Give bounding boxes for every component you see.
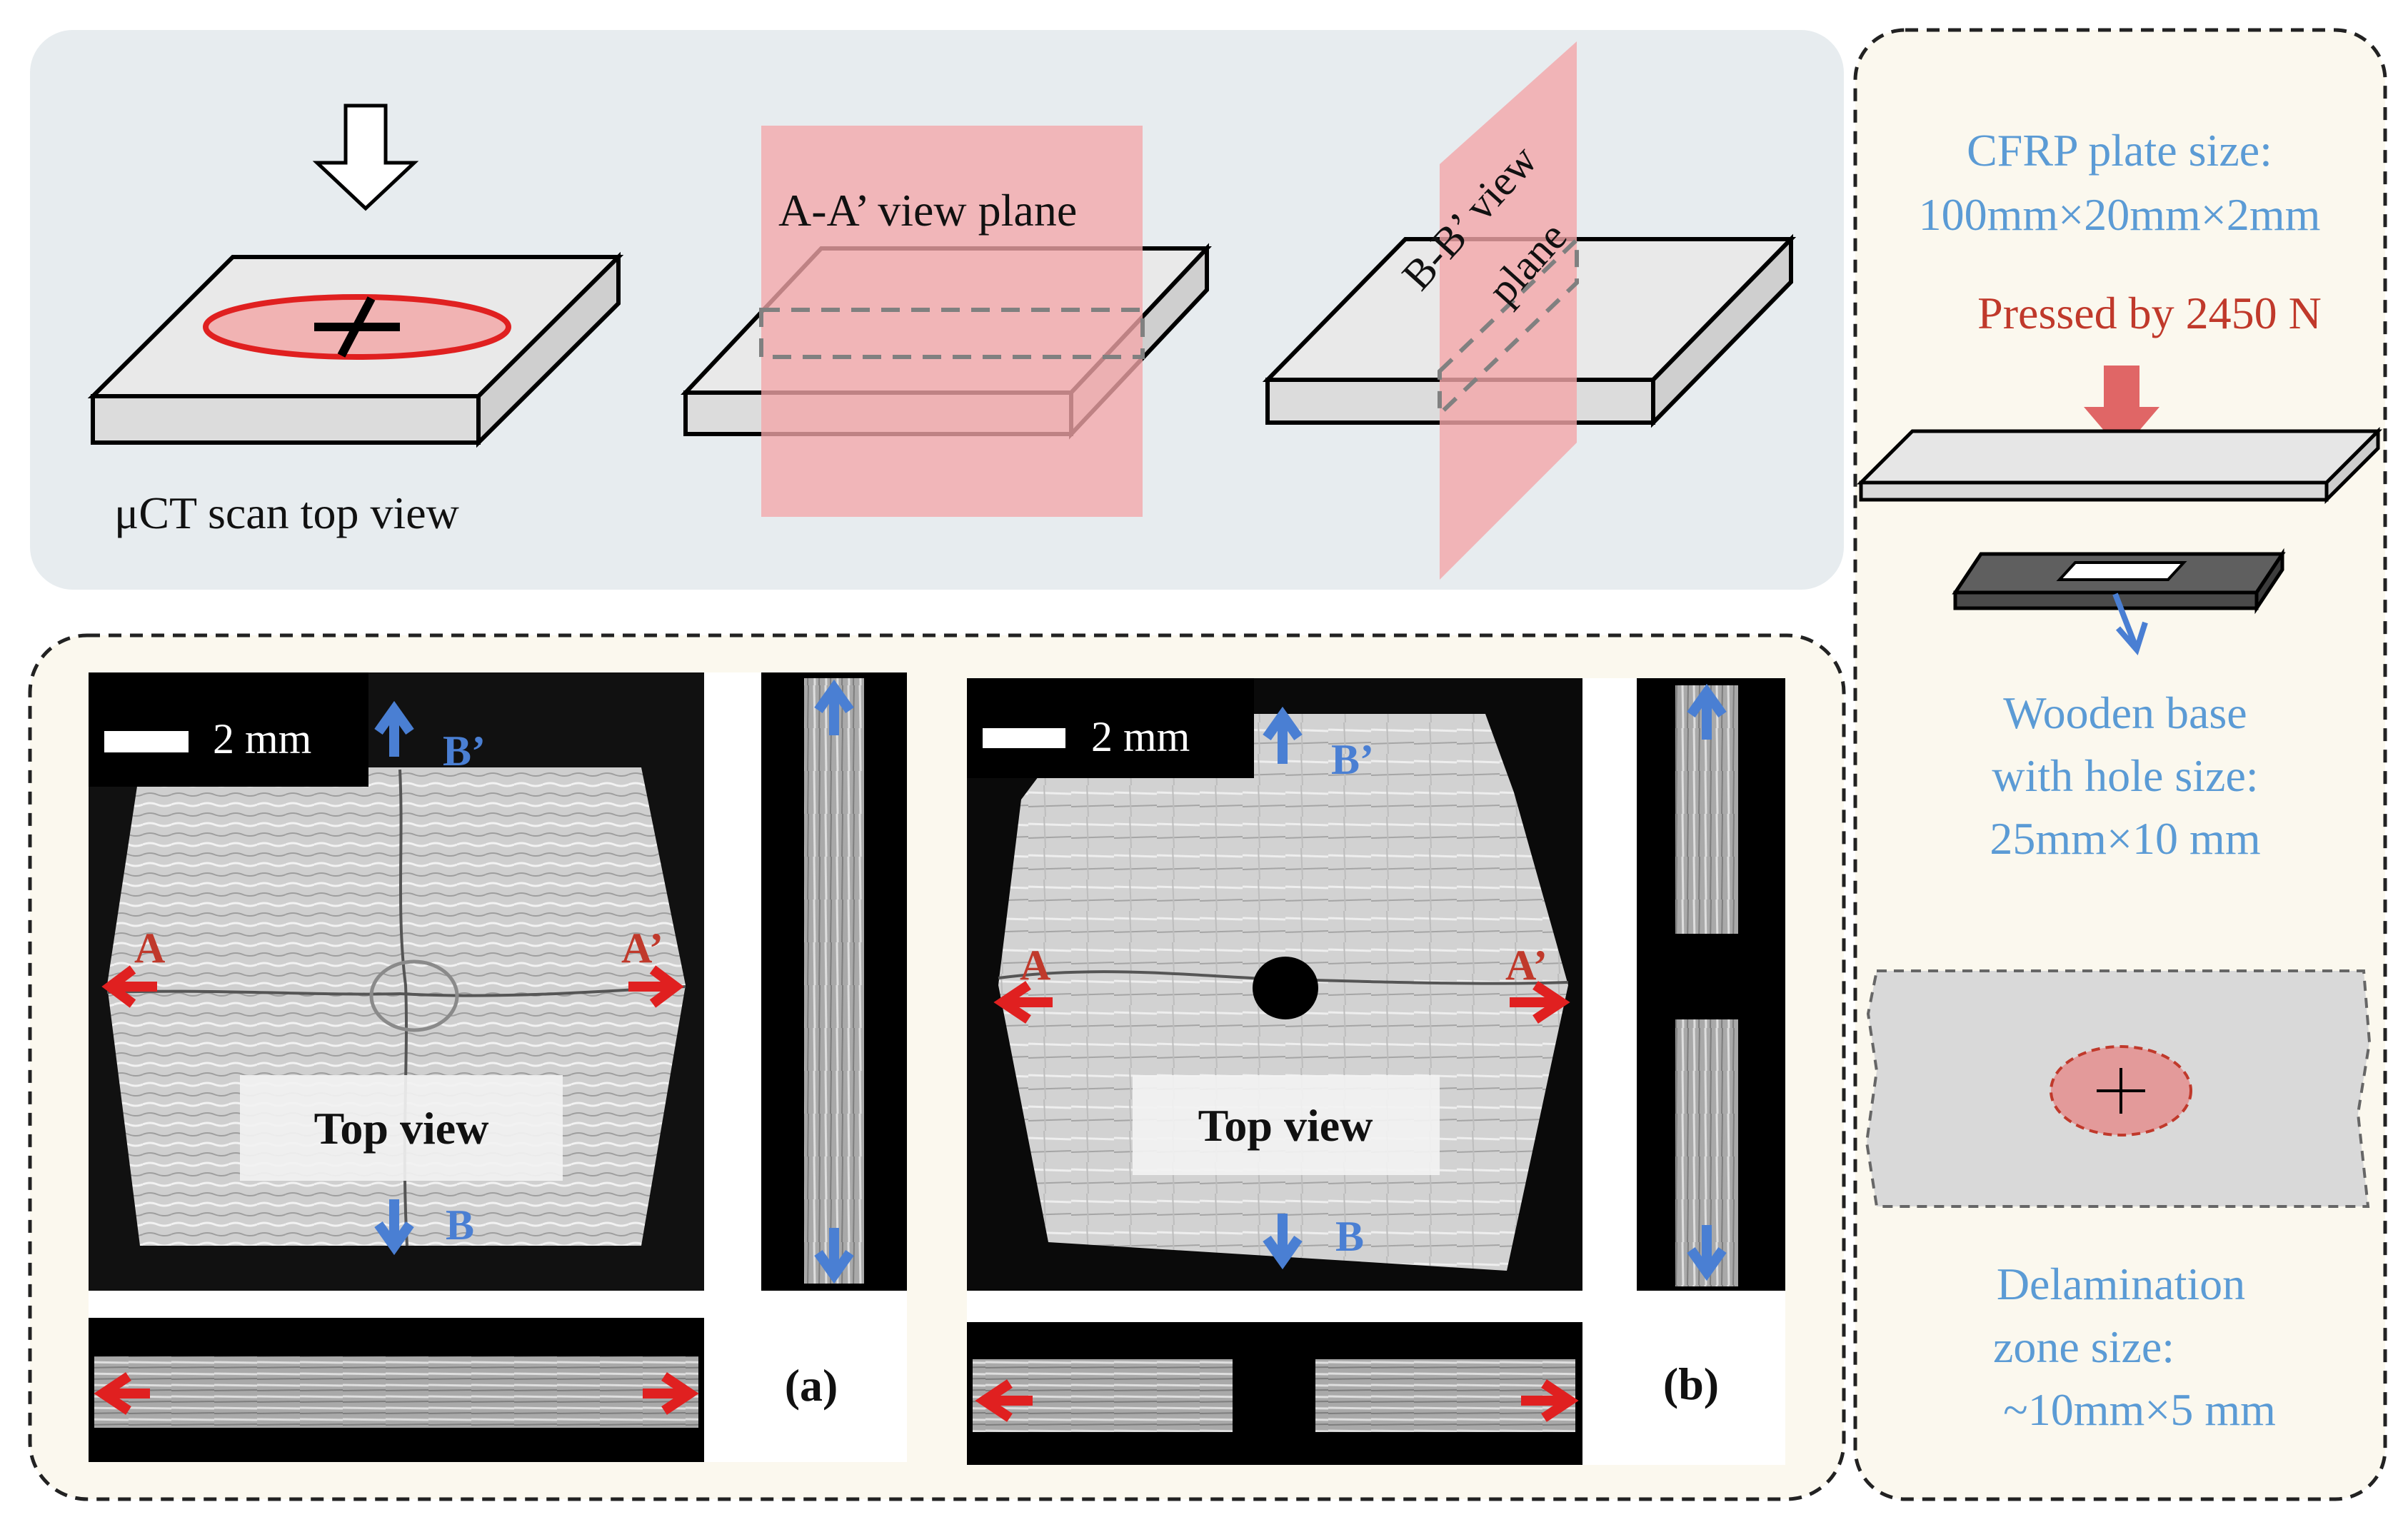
perforation-hole <box>1253 957 1318 1019</box>
base-line2: with hole size: <box>1992 750 2258 801</box>
top-view-label-b: Top view <box>1198 1100 1373 1151</box>
impact-cross-icon <box>314 296 400 358</box>
aa-section-a <box>94 1356 698 1428</box>
pressed-by-label: Pressed by 2450 N <box>1977 288 2322 338</box>
scale-label-a: 2 mm <box>213 715 311 762</box>
top-view-label-a: Top view <box>314 1103 489 1154</box>
scale-bar-b <box>983 728 1065 748</box>
bb-section-a <box>804 678 864 1284</box>
panel-b: 2 mm Top view B’ B A A’ (b) <box>967 678 1785 1465</box>
label-b-prime-b: B’ <box>1331 736 1374 783</box>
base-line1: Wooden base <box>2003 687 2247 738</box>
arrow-b-a-icon <box>374 1199 414 1256</box>
base-line3: 25mm×10 mm <box>1990 813 2260 864</box>
label-a-a: A <box>134 924 165 972</box>
arrow-b-prime-b-icon <box>1263 706 1303 764</box>
bb-view-plane <box>1440 41 1577 580</box>
arrow-a-a-icon <box>101 965 157 1008</box>
label-b-prime-a: B’ <box>443 727 486 775</box>
delam-line2: zone size: <box>1993 1321 2174 1372</box>
wooden-base <box>1952 548 2286 615</box>
delam-line1: Delamination <box>1997 1259 2245 1309</box>
base-hole <box>2056 561 2187 581</box>
arrow-b-prime-a-icon <box>374 700 414 757</box>
panel-a: 2 mm Top view B’ B A A’ (a) <box>89 672 907 1462</box>
aa-view-plane <box>761 126 1143 517</box>
plate-aa-plane: A-A’ view plane <box>681 126 1212 517</box>
panel-b-letter: (b) <box>1663 1359 1719 1409</box>
top-view-caption: μCT scan top view <box>114 488 459 538</box>
plate-size-line1: CFRP plate size: <box>1967 125 2272 176</box>
cfrp-plate <box>1856 426 2383 505</box>
center-cross-icon <box>2097 1068 2145 1114</box>
label-a-prime-a: A’ <box>621 924 663 972</box>
label-a-prime-b: A’ <box>1505 942 1547 989</box>
label-b-a: B <box>446 1201 474 1249</box>
scale-bar-a <box>104 731 189 752</box>
panel-a-letter: (a) <box>785 1360 838 1411</box>
arrow-a-prime-a-icon <box>628 965 684 1008</box>
pointer-arrow-icon <box>2112 593 2148 656</box>
scale-label-b: 2 mm <box>1091 713 1190 760</box>
arrow-a-b-icon <box>993 981 1053 1024</box>
plate-top-view <box>87 251 624 448</box>
down-arrow-icon <box>312 104 419 211</box>
plate-size-line2: 100mm×20mm×2mm <box>1919 189 2321 240</box>
force-arrow-icon <box>2084 366 2159 451</box>
aa-plane-label: A-A’ view plane <box>778 185 1077 236</box>
arrow-a-prime-b-icon <box>1510 981 1570 1024</box>
delam-line3: ~10mm×5 mm <box>2003 1384 2276 1435</box>
label-a-b: A <box>1020 942 1050 989</box>
arrow-b-b-icon <box>1263 1214 1303 1270</box>
label-b-b: B <box>1335 1213 1364 1260</box>
